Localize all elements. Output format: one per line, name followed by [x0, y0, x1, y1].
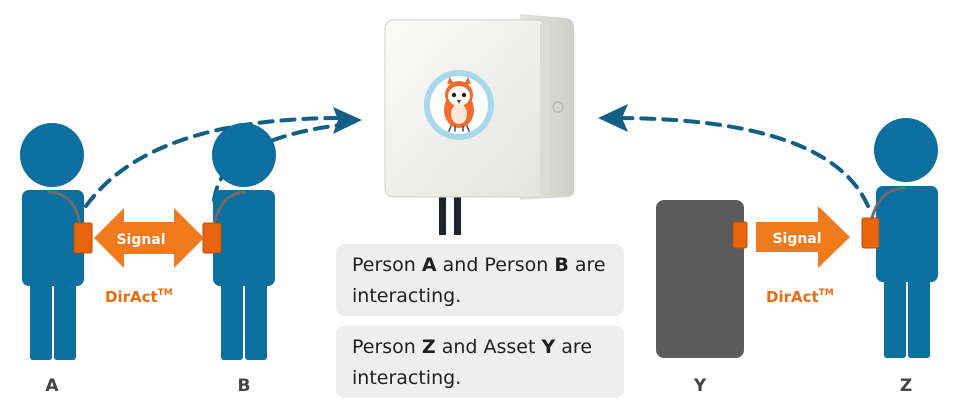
person-z-label: Z: [900, 376, 912, 396]
signal-arrow-left-icon: [94, 208, 204, 268]
asset-y-box: [656, 200, 744, 358]
diract-label-left: DirActTM: [105, 288, 173, 306]
arrowhead-left-icon: [333, 107, 362, 134]
tag-b-icon: [202, 222, 222, 254]
caption-first-prefix: Person: [352, 254, 422, 276]
arrowhead-right-icon: [598, 104, 628, 132]
person-a-figure: [20, 123, 84, 360]
strap-a: [47, 190, 82, 225]
strap-b: [212, 190, 247, 225]
caption-second-suffix: are interacting.: [352, 336, 593, 389]
dashed-arc-a: [84, 116, 344, 208]
owl-logo-icon: [424, 70, 494, 140]
caption-box-first: Person A and Person B are interacting.: [336, 244, 624, 316]
diract-brand-left: DirAct: [105, 288, 158, 306]
caption-first-subject-a: A: [421, 254, 437, 276]
dashed-arc-b: [212, 123, 342, 202]
diract-tm-right: TM: [819, 288, 834, 298]
signal-label-left: Signal: [116, 232, 165, 248]
caption-second-prefix: Person: [352, 336, 422, 358]
signal-label-right: Signal: [772, 231, 821, 247]
caption-box-second: Person Z and Asset Y are interacting.: [336, 326, 624, 398]
person-b-figure: [212, 123, 276, 360]
caption-second-middle: and Asset: [435, 336, 542, 358]
dashed-arcs: [84, 116, 870, 208]
caption-first-subject-b: B: [554, 254, 569, 276]
gateway-device-icon: [384, 14, 574, 235]
tag-a-icon: [73, 222, 93, 254]
diract-tm-left: TM: [158, 288, 173, 298]
caption-first-suffix: are interacting.: [352, 254, 606, 307]
dashed-arc-z: [620, 116, 870, 208]
person-a-label: A: [45, 376, 59, 396]
person-b-label: B: [238, 376, 251, 396]
caption-second-subject-b: Y: [541, 336, 556, 358]
caption-second-subject-a: Z: [421, 336, 436, 358]
diract-label-right: DirActTM: [766, 288, 834, 306]
diract-brand-right: DirAct: [766, 288, 819, 306]
strap-z: [870, 186, 907, 219]
tag-z-icon: [861, 217, 880, 249]
caption-first-middle: and Person: [436, 254, 555, 276]
person-z-figure: [874, 118, 938, 358]
tag-y-icon: [732, 221, 748, 249]
asset-y-label: Y: [693, 376, 707, 396]
signal-arrow-right-icon: [756, 206, 850, 268]
